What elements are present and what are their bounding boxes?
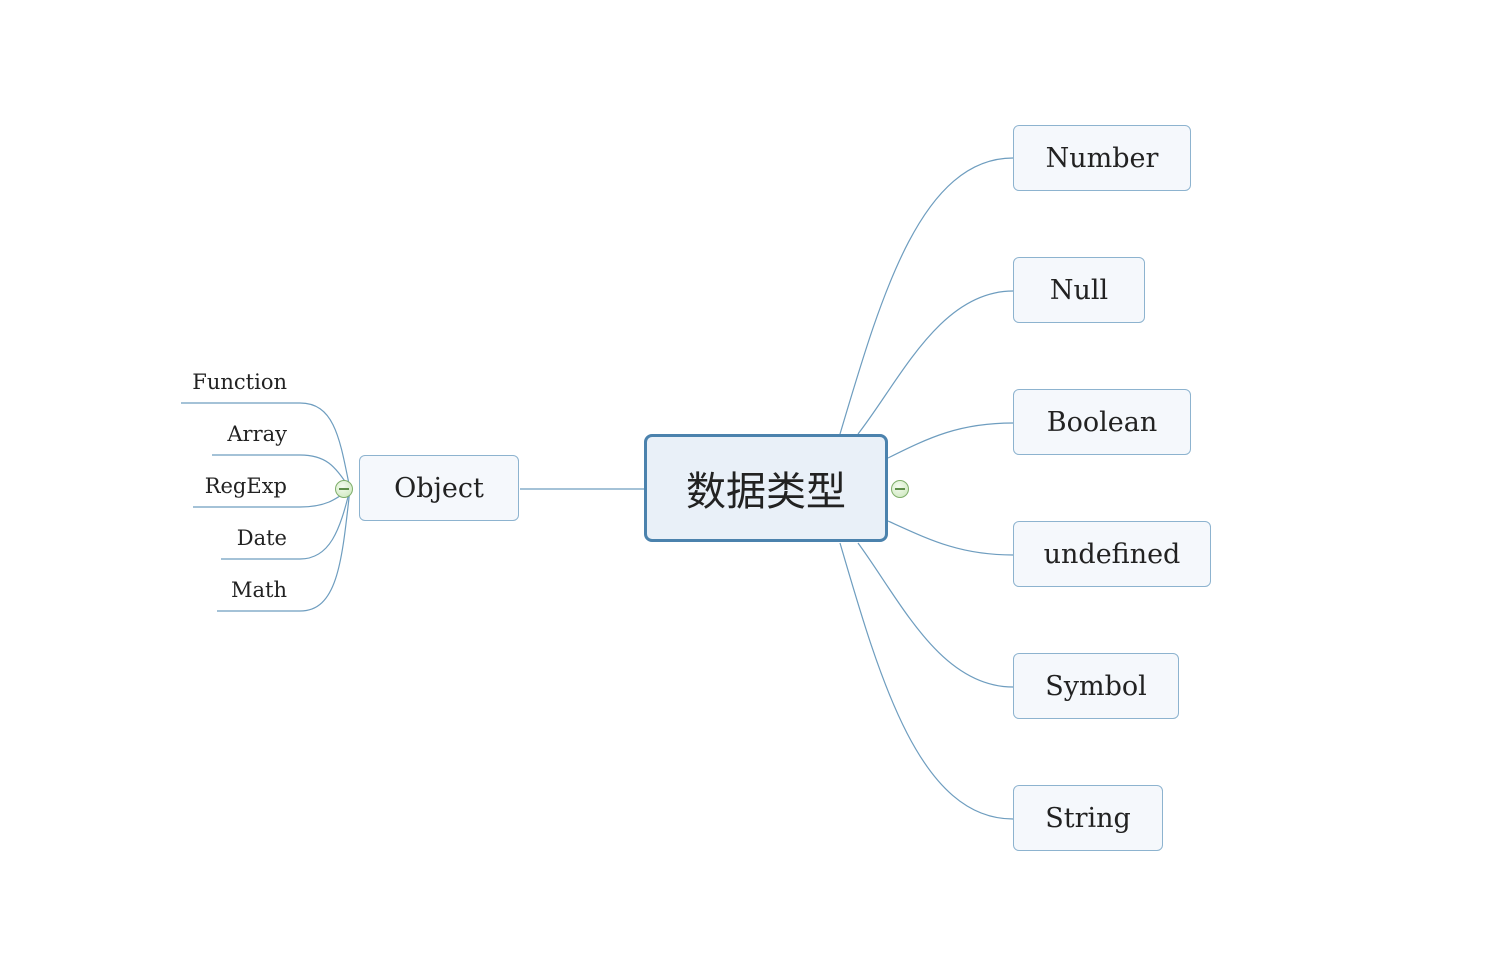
leaf-math-label: Math: [231, 578, 287, 602]
link-undefined: [887, 520, 1014, 556]
root-node[interactable]: 数据类型: [644, 434, 888, 542]
node-object-label: Object: [394, 472, 484, 504]
node-object[interactable]: Object: [359, 455, 519, 521]
node-string-label: String: [1045, 802, 1131, 834]
leaf-date[interactable]: Date: [221, 526, 287, 550]
link-number: [839, 157, 1014, 435]
leaf-regexp-label: RegExp: [204, 474, 287, 498]
node-undefined-label: undefined: [1043, 538, 1181, 570]
leaf-regexp[interactable]: RegExp: [193, 474, 287, 498]
leaf-array-label: Array: [227, 422, 287, 446]
node-null[interactable]: Null: [1013, 257, 1145, 323]
link-null: [857, 290, 1014, 435]
leaf-math[interactable]: Math: [217, 578, 287, 602]
link-boolean: [887, 422, 1014, 459]
minus-circle-icon[interactable]: [891, 480, 909, 498]
link-symbol: [857, 542, 1014, 688]
node-symbol[interactable]: Symbol: [1013, 653, 1179, 719]
node-null-label: Null: [1049, 274, 1109, 306]
node-number[interactable]: Number: [1013, 125, 1191, 191]
node-string[interactable]: String: [1013, 785, 1163, 851]
node-number-label: Number: [1045, 142, 1159, 174]
leaf-function[interactable]: Function: [181, 370, 287, 394]
leaf-function-label: Function: [192, 370, 287, 394]
root-label: 数据类型: [686, 469, 846, 515]
leaf-array[interactable]: Array: [212, 422, 287, 446]
leaf-date-label: Date: [236, 526, 287, 550]
minus-circle-icon[interactable]: [335, 480, 353, 498]
node-symbol-label: Symbol: [1045, 670, 1147, 702]
link-function: [181, 402, 351, 490]
link-string: [839, 542, 1014, 820]
node-boolean-label: Boolean: [1046, 406, 1158, 438]
link-date: [221, 488, 351, 560]
node-boolean[interactable]: Boolean: [1013, 389, 1191, 455]
link-math: [217, 488, 351, 612]
node-undefined[interactable]: undefined: [1013, 521, 1211, 587]
